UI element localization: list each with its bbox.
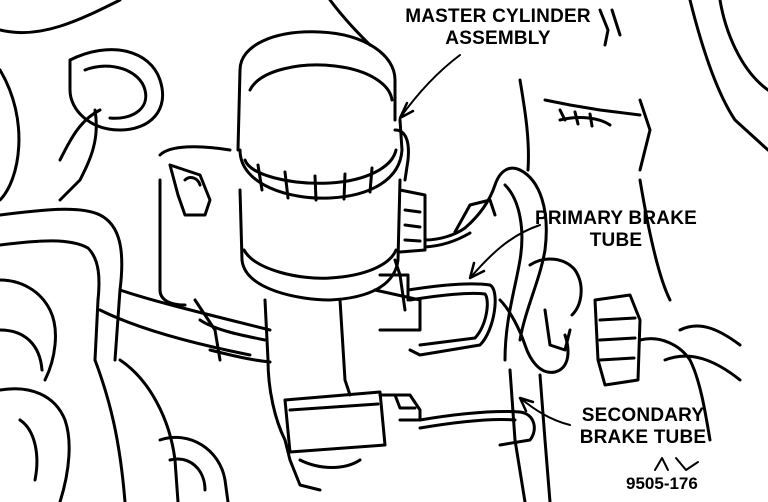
primary-brake-tube: [406, 166, 522, 357]
figure-mark: [654, 457, 699, 471]
right-components: [328, 0, 768, 502]
master-cylinder-label-line2: ASSEMBLY: [445, 28, 551, 49]
figure-number: 9505-176: [626, 474, 698, 493]
primary-brake-tube-label-line2: TUBE: [589, 230, 643, 251]
master-cylinder: [236, 30, 427, 312]
secondary-brake-tube-label-line1: SECONDARY: [581, 405, 705, 426]
secondary-brake-tube-label-line2: BRAKE TUBE: [579, 427, 707, 448]
primary-brake-tube-label: PRIMARY BRAKE TUBE: [528, 208, 704, 252]
leader-lines: [398, 54, 571, 426]
brake-body: [263, 273, 422, 492]
secondary-brake-tube-label: SECONDARY BRAKE TUBE: [568, 405, 718, 449]
master-cylinder-label-line1: MASTER CYLINDER: [405, 6, 591, 27]
primary-brake-tube-label-line1: PRIMARY BRAKE: [534, 208, 697, 229]
left-hoses: [0, 0, 272, 502]
master-cylinder-label: MASTER CYLINDER ASSEMBLY: [378, 6, 618, 50]
mounting-bracket: [158, 145, 272, 364]
